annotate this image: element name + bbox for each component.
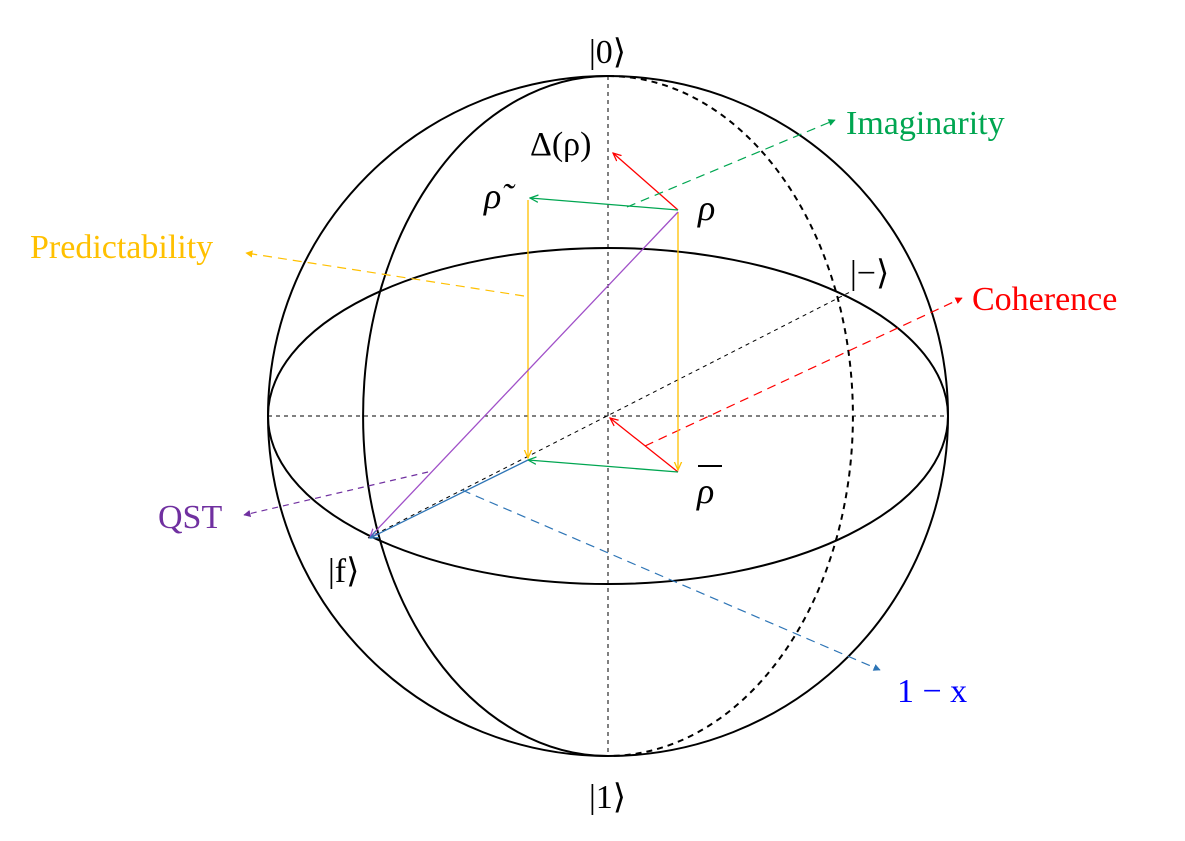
rho-tilde-label: ρ̃	[483, 176, 516, 216]
qst-pointer	[243, 471, 429, 518]
rhobar-to-origin-arrow	[610, 418, 679, 473]
meridian-front	[362, 75, 609, 757]
projection-to-f-arrow	[370, 459, 529, 538]
qst-label: QST	[158, 499, 222, 536]
imaginarity-pointer	[626, 119, 836, 208]
delta-rho-label: Δ(ρ)	[530, 126, 591, 163]
imaginarity-label: Imaginarity	[846, 105, 1005, 142]
rho-to-delta-arrow	[613, 153, 679, 211]
x-axis	[367, 291, 851, 539]
ket-minus-label: |−⟩	[850, 255, 889, 292]
one-minus-x-label: 1 − x	[897, 673, 967, 710]
rho-bar-label: ρ	[696, 471, 714, 511]
rho-to-rhotilde-arrow	[530, 198, 679, 211]
coherence-label: Coherence	[972, 281, 1117, 318]
one-minus-x-pointer	[461, 489, 881, 671]
rho-to-f-arrow	[370, 211, 679, 537]
coherence-pointer	[644, 297, 963, 447]
predictability-label: Predictability	[30, 229, 213, 266]
ket-zero-label: |0⟩	[589, 34, 626, 71]
ket-f-label: |f⟩	[328, 553, 359, 590]
predictability-pointer	[245, 250, 525, 297]
ket-one-label: |1⟩	[589, 779, 626, 816]
rho-label: ρ	[697, 188, 715, 228]
rhobar-to-projection-arrow	[528, 460, 679, 473]
